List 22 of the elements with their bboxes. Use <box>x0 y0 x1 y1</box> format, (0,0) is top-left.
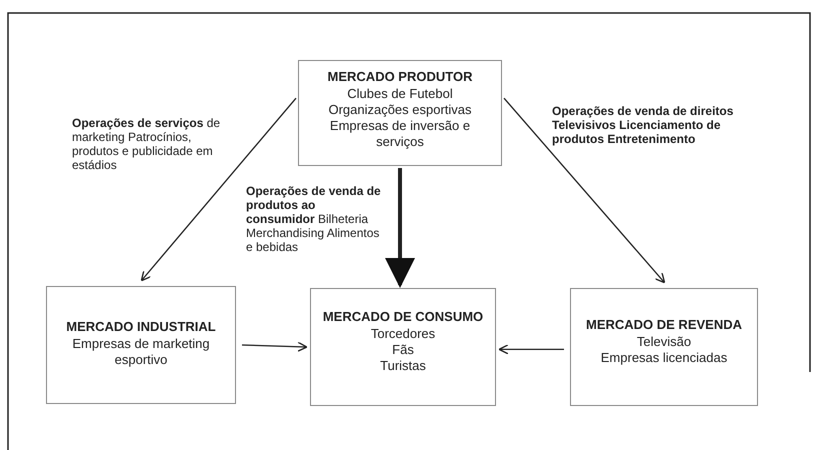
market-item: Organizações esportivas <box>327 102 473 118</box>
market-item: Empresas de marketing esportivo <box>71 336 211 368</box>
market-box <box>570 288 758 406</box>
market-item: Empresas de inversão e serviços <box>328 118 472 150</box>
arrow <box>242 342 308 352</box>
arrow <box>140 98 296 282</box>
market-title: MERCADO INDUSTRIAL <box>66 319 216 335</box>
market-item: Empresas licenciadas <box>600 350 728 366</box>
market-title: MERCADO DE REVENDA <box>586 317 742 333</box>
market-title: MERCADO PRODUTOR <box>328 69 472 85</box>
market-item: Clubes de Futebol <box>346 86 454 102</box>
market-box <box>298 60 502 166</box>
market-item: Torcedores <box>370 326 436 342</box>
market-item: Turistas <box>379 358 427 374</box>
market-title: MERCADO DE CONSUMO <box>322 309 484 325</box>
market-item: Televisão <box>636 334 692 350</box>
arrow <box>498 344 564 355</box>
market-box <box>310 288 496 406</box>
market-item: Fãs <box>391 342 415 358</box>
market-box <box>46 286 236 404</box>
arrow <box>504 98 666 284</box>
arrow <box>385 168 416 288</box>
